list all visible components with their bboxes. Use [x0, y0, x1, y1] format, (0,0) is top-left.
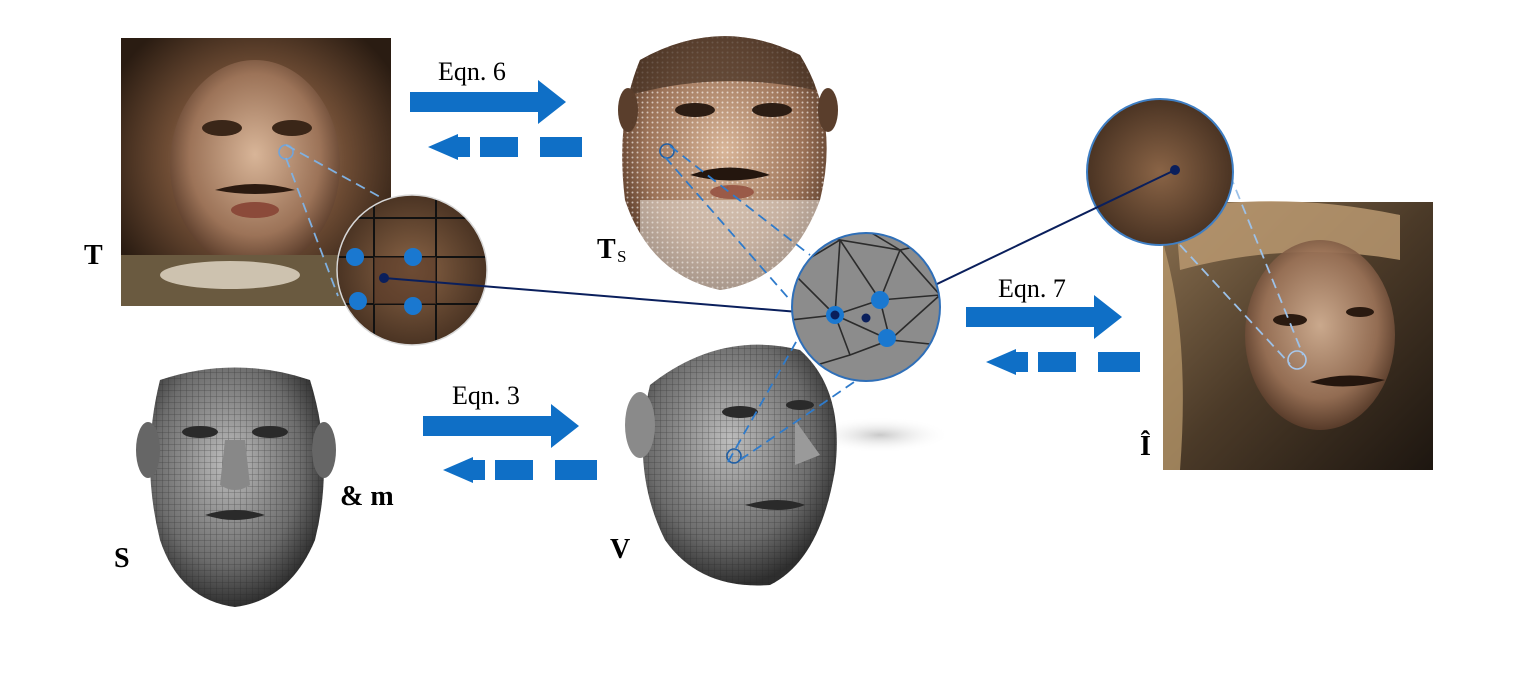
texture-sample-dot	[346, 248, 364, 266]
texture-sample-dot	[404, 248, 422, 266]
backward-arrow-dash	[540, 137, 582, 157]
rendered-image-label: Î	[1140, 431, 1151, 462]
eqn6-label: Eqn. 6	[438, 57, 506, 86]
texture-label: T	[84, 240, 103, 271]
mesh-zoom-circle	[791, 232, 941, 382]
backward-arrow-dash	[458, 137, 470, 157]
texture-zoom-circle	[336, 194, 488, 346]
eqn7-arrows	[966, 295, 1140, 375]
forward-arrow	[423, 404, 579, 448]
texture-sample-dot	[349, 292, 367, 310]
backward-arrow-head	[443, 457, 473, 483]
mesh-query-point	[830, 310, 840, 320]
shape-extra-label: & m	[340, 481, 394, 512]
eqn3-arrows	[423, 404, 597, 483]
eqn3-label: Eqn. 3	[452, 381, 520, 410]
backward-arrow-dash	[1016, 352, 1028, 372]
sampled-texture-label: T	[597, 234, 616, 265]
mesh-vertex-dot	[878, 329, 896, 347]
mesh-vertex-dot	[871, 291, 889, 309]
mesh-query-point	[861, 313, 871, 323]
backward-arrow-dash	[473, 460, 485, 480]
forward-arrow	[966, 295, 1122, 339]
backward-arrow-head	[986, 349, 1016, 375]
backward-arrow-head	[428, 134, 458, 160]
backward-arrow-dash	[555, 460, 597, 480]
backward-arrow-dash	[1098, 352, 1140, 372]
eqn6-arrows	[410, 80, 582, 160]
rendered-image	[1163, 201, 1433, 470]
texture-sample-dot	[404, 297, 422, 315]
backward-arrow-dash	[495, 460, 533, 480]
vertices-label: V	[610, 534, 630, 565]
mean-shape-mesh	[136, 367, 336, 607]
posed-shape-mesh	[625, 344, 950, 586]
image-zoom-circle	[1086, 98, 1234, 246]
backward-arrow-dash	[480, 137, 518, 157]
zoom-connector-lines	[285, 144, 1304, 463]
sampled-texture-subscript: S	[617, 247, 626, 266]
shape-label: S	[114, 543, 130, 574]
eqn7-label: Eqn. 7	[998, 274, 1066, 303]
sampled-texture-face	[618, 36, 838, 291]
forward-arrow	[410, 80, 566, 124]
backward-arrow-dash	[1038, 352, 1076, 372]
